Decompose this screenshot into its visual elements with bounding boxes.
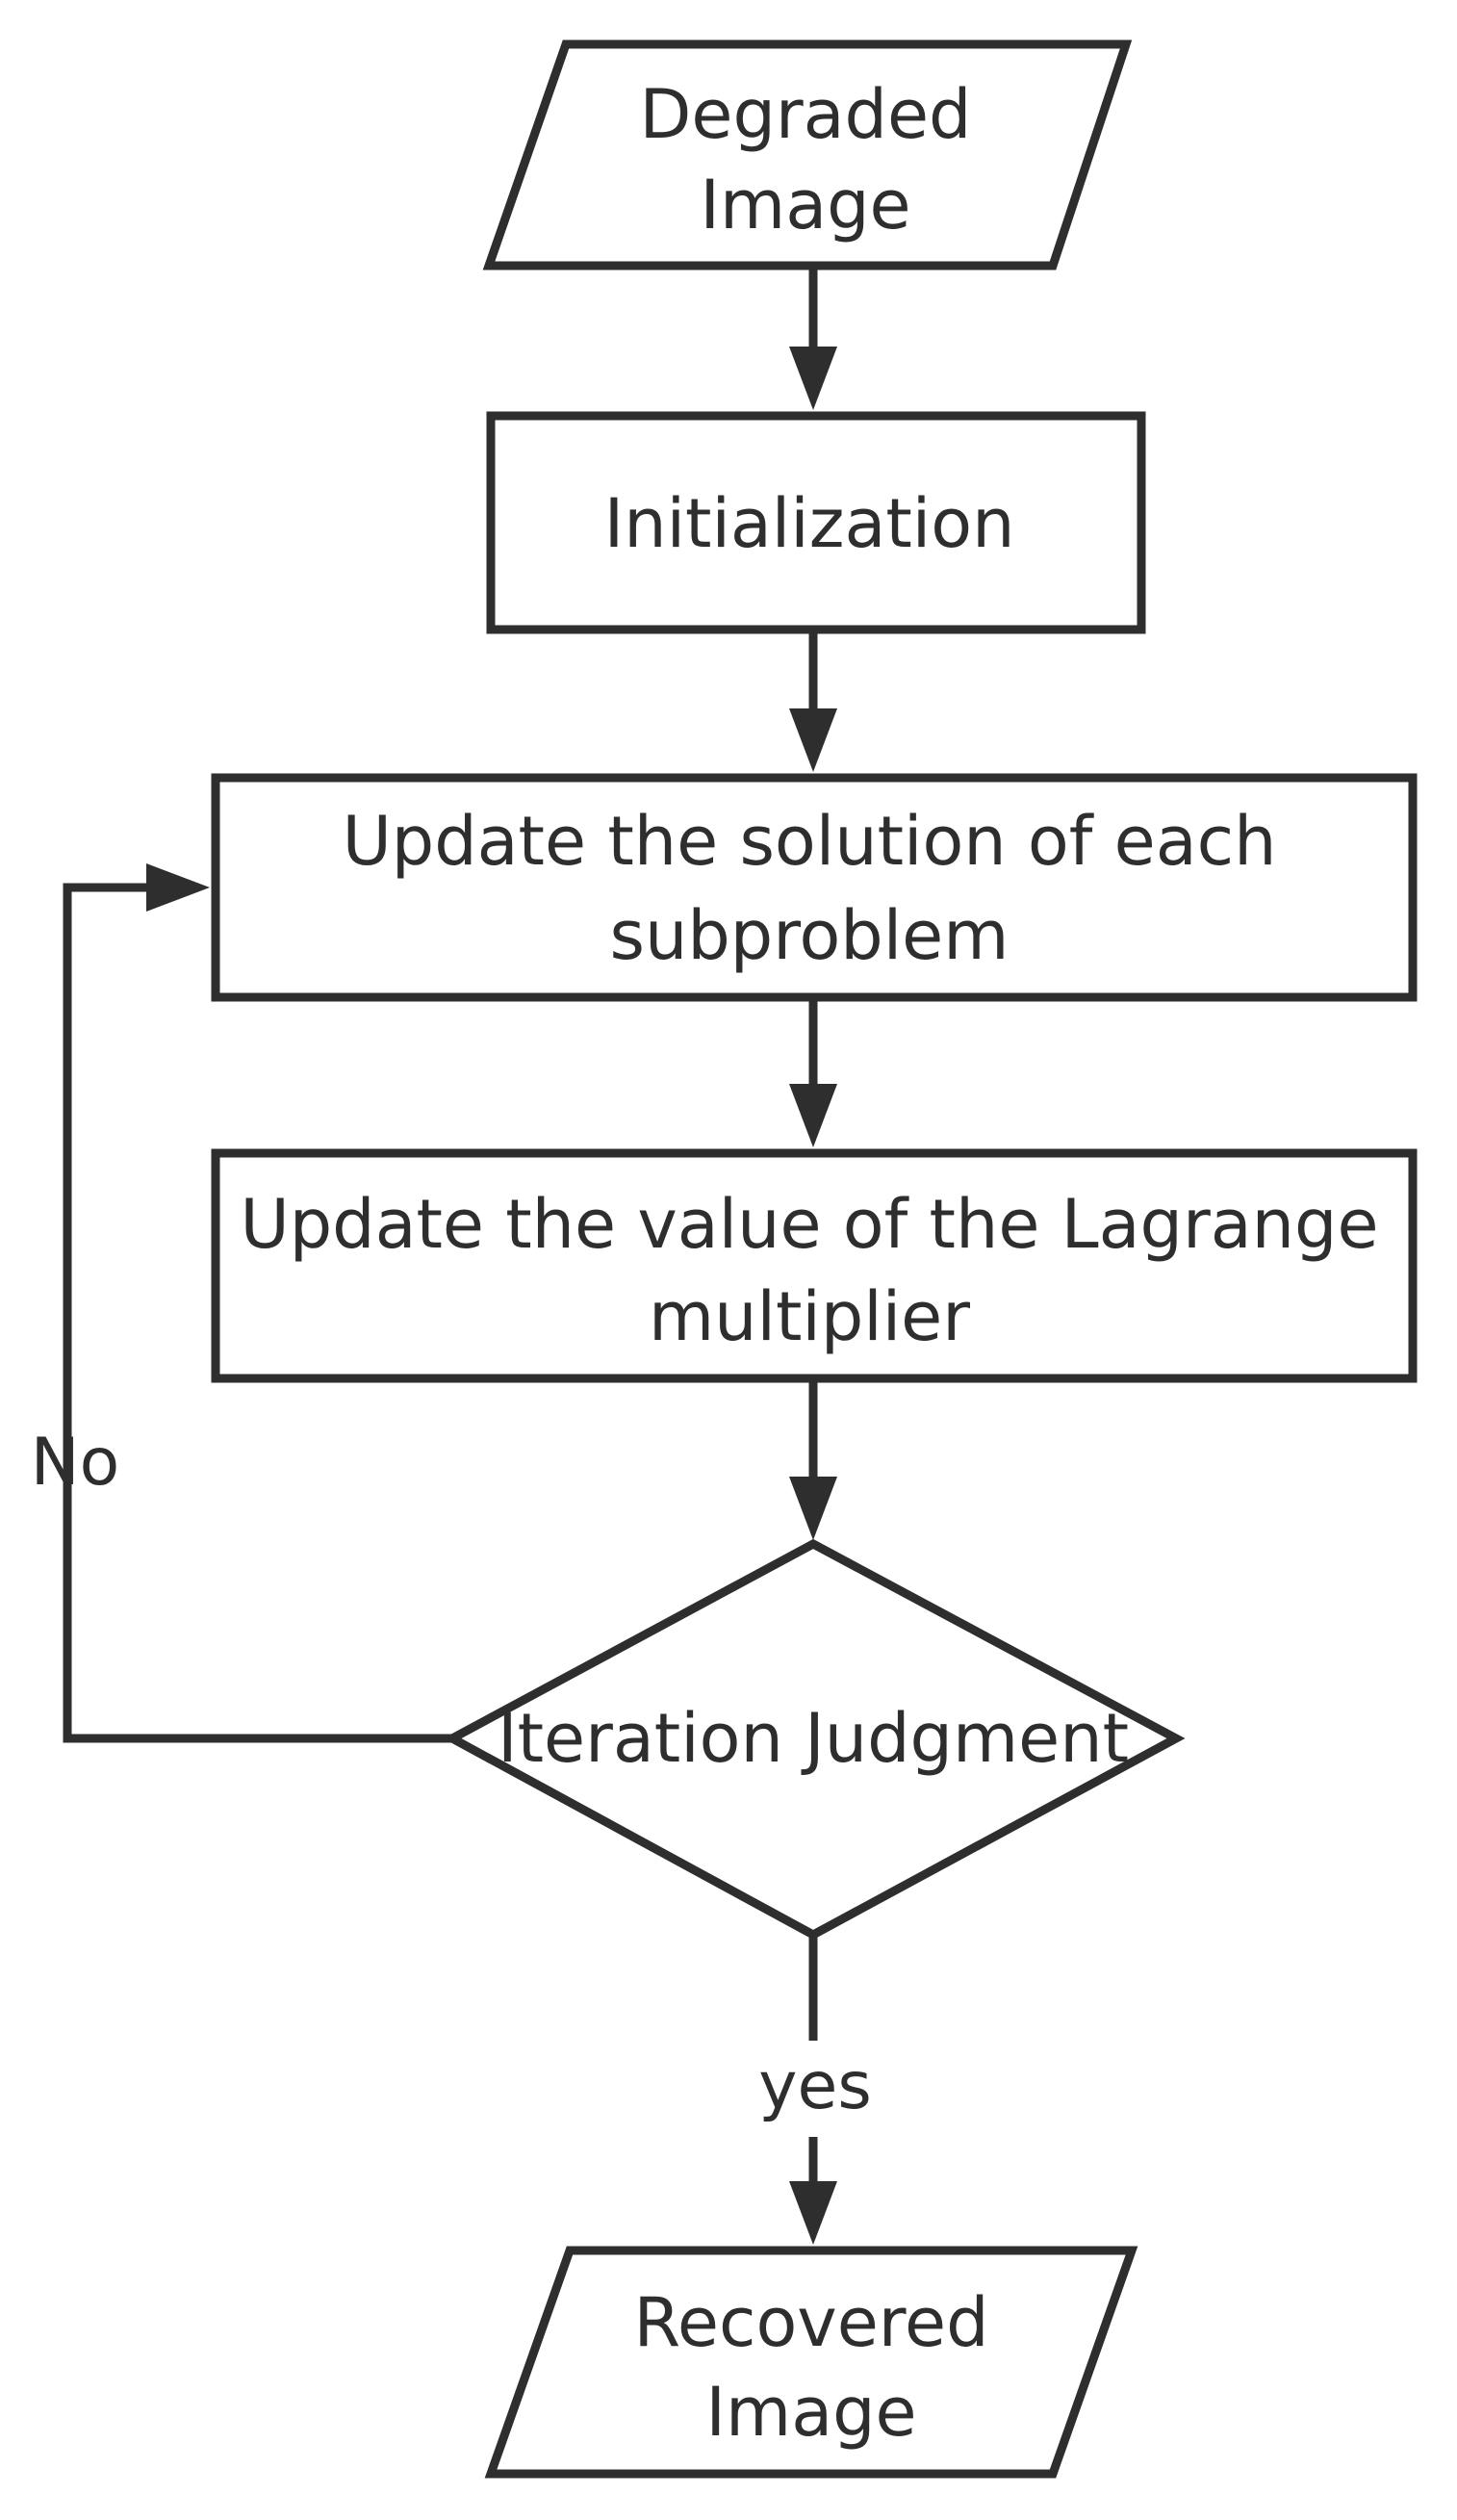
edge-lagrange-to-iteration <box>789 1382 837 1540</box>
arrowhead-icon <box>789 347 837 410</box>
edge-init-to-update-sub <box>789 633 837 772</box>
node-recovered-line-2: Image <box>705 2373 916 2452</box>
arrowhead-icon <box>789 708 837 772</box>
node-update-subproblem-line-2: subproblem <box>610 896 1010 975</box>
edge-update-sub-to-lagrange <box>789 1001 837 1147</box>
node-update-lagrange-line-1: Update the value of the Lagrange <box>240 1185 1378 1264</box>
arrowhead-icon <box>789 2181 837 2245</box>
node-update-subproblem: Update the solution of each subproblem <box>211 773 1418 1002</box>
node-degraded-line-2: Image <box>700 166 910 244</box>
rectangle-shape <box>211 773 1418 1002</box>
node-degraded-image: Degraded Image <box>482 39 1133 270</box>
arrowhead-icon <box>146 863 210 912</box>
node-iteration-judgment: Iteration Judgment <box>443 1538 1186 1941</box>
arrowhead-icon <box>789 1084 837 1147</box>
edge-label-no: No <box>31 1425 119 1501</box>
arrowhead-icon <box>789 1477 837 1540</box>
edge-label-yes: yes <box>758 2048 872 2124</box>
node-recovered-line-1: Recovered <box>633 2283 988 2362</box>
rectangle-shape <box>211 1148 1418 1383</box>
parallelogram-shape <box>484 2246 1138 2479</box>
node-iteration-label: Iteration Judgment <box>498 1699 1129 1778</box>
rectangle-shape <box>486 411 1146 634</box>
node-update-lagrange: Update the value of the Lagrange multipl… <box>211 1148 1418 1383</box>
node-recovered-image: Recovered Image <box>484 2246 1138 2479</box>
edge-iteration-no-loop: No <box>31 863 452 1743</box>
node-update-lagrange-line-2: multiplier <box>649 1277 970 1356</box>
node-initialization-label: Initialization <box>604 484 1015 563</box>
node-initialization: Initialization <box>486 411 1146 634</box>
loop-connector-line <box>63 883 452 1743</box>
parallelogram-shape <box>482 39 1133 270</box>
edge-iteration-yes: yes <box>758 1935 872 2245</box>
node-update-subproblem-line-1: Update the solution of each <box>343 802 1277 881</box>
edge-degraded-to-init <box>789 270 837 410</box>
node-degraded-line-1: Degraded <box>639 75 971 154</box>
